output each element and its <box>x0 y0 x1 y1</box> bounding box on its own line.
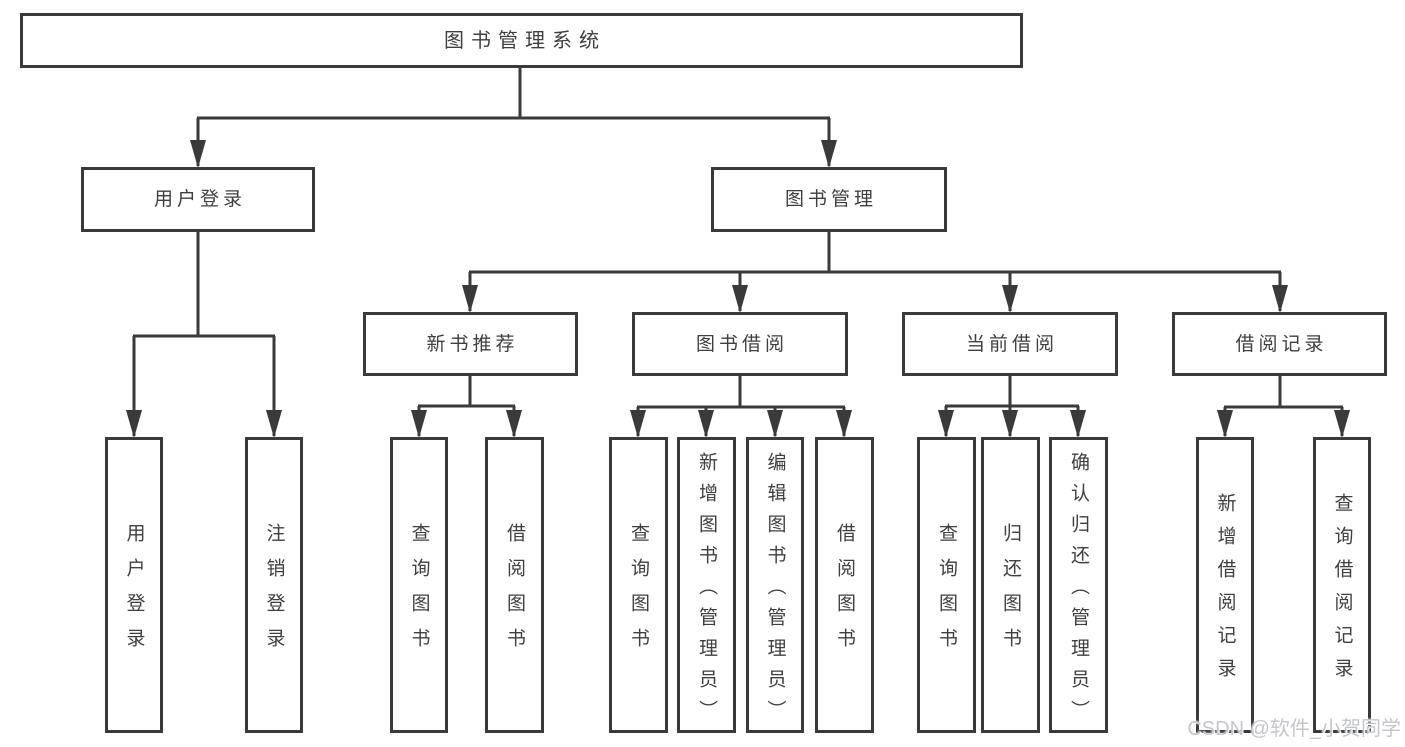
leaf-confirm-return-admin-label: 确认归还（管理员） <box>1068 451 1089 731</box>
leaf-query-books-recommend-label: 查询图书 <box>408 523 430 663</box>
node-new-book-recommend-label: 新书推荐 <box>426 333 519 355</box>
node-root-system-label: 图书管理系统 <box>444 29 606 52</box>
node-new-book-recommend: 新书推荐 <box>363 312 578 376</box>
node-book-management: 图书管理 <box>711 167 947 232</box>
node-user-login-label: 用户登录 <box>153 189 246 210</box>
leaf-borrow-books-recommend: 借阅图书 <box>485 437 544 733</box>
node-book-borrow: 图书借阅 <box>632 312 848 376</box>
leaf-user-login: 用户登录 <box>105 437 163 733</box>
leaf-query-books-recommend: 查询图书 <box>390 437 448 733</box>
node-user-login: 用户登录 <box>81 167 315 232</box>
leaf-user-login-label: 用户登录 <box>123 523 145 663</box>
leaf-edit-book-admin: 编辑图书（管理员） <box>746 437 804 733</box>
leaf-query-books-current-label: 查询图书 <box>936 523 957 663</box>
csdn-watermark: CSDN @软件_小贺同学 <box>1187 718 1401 740</box>
leaf-borrow-books: 借阅图书 <box>815 437 874 733</box>
node-book-management-label: 图书管理 <box>784 189 877 210</box>
leaf-add-book-admin: 新增图书（管理员） <box>677 437 736 733</box>
leaf-query-books-current: 查询图书 <box>917 437 976 733</box>
leaf-query-books-borrow: 查询图书 <box>609 437 668 733</box>
node-borrow-records: 借阅记录 <box>1172 312 1387 376</box>
leaf-borrow-books-recommend-label: 借阅图书 <box>504 523 525 663</box>
node-root-system: 图书管理系统 <box>20 13 1023 68</box>
leaf-add-book-admin-label: 新增图书（管理员） <box>696 451 717 731</box>
leaf-edit-book-admin-label: 编辑图书（管理员） <box>764 451 786 731</box>
leaf-add-borrow-record: 新增借阅记录 <box>1196 437 1254 733</box>
leaf-return-book-label: 归还图书 <box>1000 523 1021 663</box>
leaf-confirm-return-admin: 确认归还（管理员） <box>1049 437 1108 733</box>
leaf-query-borrow-record: 查询借阅记录 <box>1313 437 1371 733</box>
leaf-logout-login: 注销登录 <box>245 437 303 733</box>
leaf-add-borrow-record-label: 新增借阅记录 <box>1214 493 1236 691</box>
leaf-borrow-books-label: 借阅图书 <box>834 523 855 663</box>
node-book-borrow-label: 图书借阅 <box>695 333 788 355</box>
leaf-logout-login-label: 注销登录 <box>263 523 285 663</box>
leaf-return-book: 归还图书 <box>981 437 1040 733</box>
leaf-query-books-borrow-label: 查询图书 <box>628 523 649 663</box>
leaf-query-borrow-record-label: 查询借阅记录 <box>1331 493 1353 691</box>
node-current-borrow-label: 当前借阅 <box>965 333 1058 355</box>
node-borrow-records-label: 借阅记录 <box>1235 333 1328 355</box>
node-current-borrow: 当前借阅 <box>902 312 1118 376</box>
